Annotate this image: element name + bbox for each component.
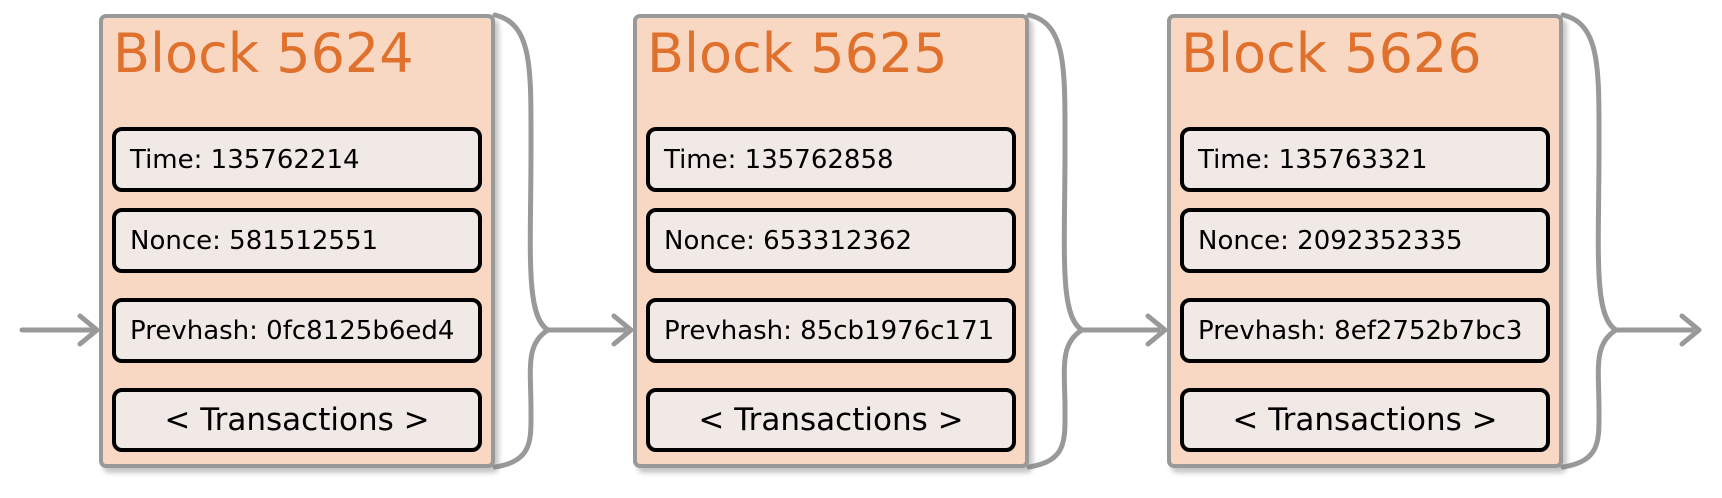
block-title: Block 5624 — [113, 22, 414, 85]
outgoing-hash-arrow-icon — [1613, 313, 1702, 347]
block-card-5626: Block 5626 Time: 135763321 Nonce: 209235… — [1167, 14, 1563, 468]
time-field: Time: 135762214 — [112, 127, 482, 192]
block2-hash-brace — [1026, 12, 1085, 470]
transactions-field: < Transactions > — [1180, 388, 1550, 452]
block3-hash-brace — [1560, 12, 1619, 470]
prevhash-field: Prevhash: 8ef2752b7bc3 — [1180, 298, 1550, 363]
block-card-5625: Block 5625 Time: 135762858 Nonce: 653312… — [633, 14, 1029, 468]
block-title: Block 5625 — [647, 22, 948, 85]
nonce-field: Nonce: 2092352335 — [1180, 208, 1550, 273]
incoming-hash-arrow-icon — [19, 313, 100, 347]
nonce-field: Nonce: 581512551 — [112, 208, 482, 273]
prevhash-field: Prevhash: 0fc8125b6ed4 — [112, 298, 482, 363]
block1-hash-brace — [492, 12, 551, 470]
nonce-field: Nonce: 653312362 — [646, 208, 1016, 273]
transactions-field: < Transactions > — [112, 388, 482, 452]
block-title: Block 5626 — [1181, 22, 1482, 85]
time-field: Time: 135763321 — [1180, 127, 1550, 192]
block1-to-block2-arrow-icon — [545, 313, 634, 347]
time-field: Time: 135762858 — [646, 127, 1016, 192]
prevhash-field: Prevhash: 85cb1976c171 — [646, 298, 1016, 363]
block2-to-block3-arrow-icon — [1079, 313, 1168, 347]
block-card-5624: Block 5624 Time: 135762214 Nonce: 581512… — [99, 14, 495, 468]
transactions-field: < Transactions > — [646, 388, 1016, 452]
